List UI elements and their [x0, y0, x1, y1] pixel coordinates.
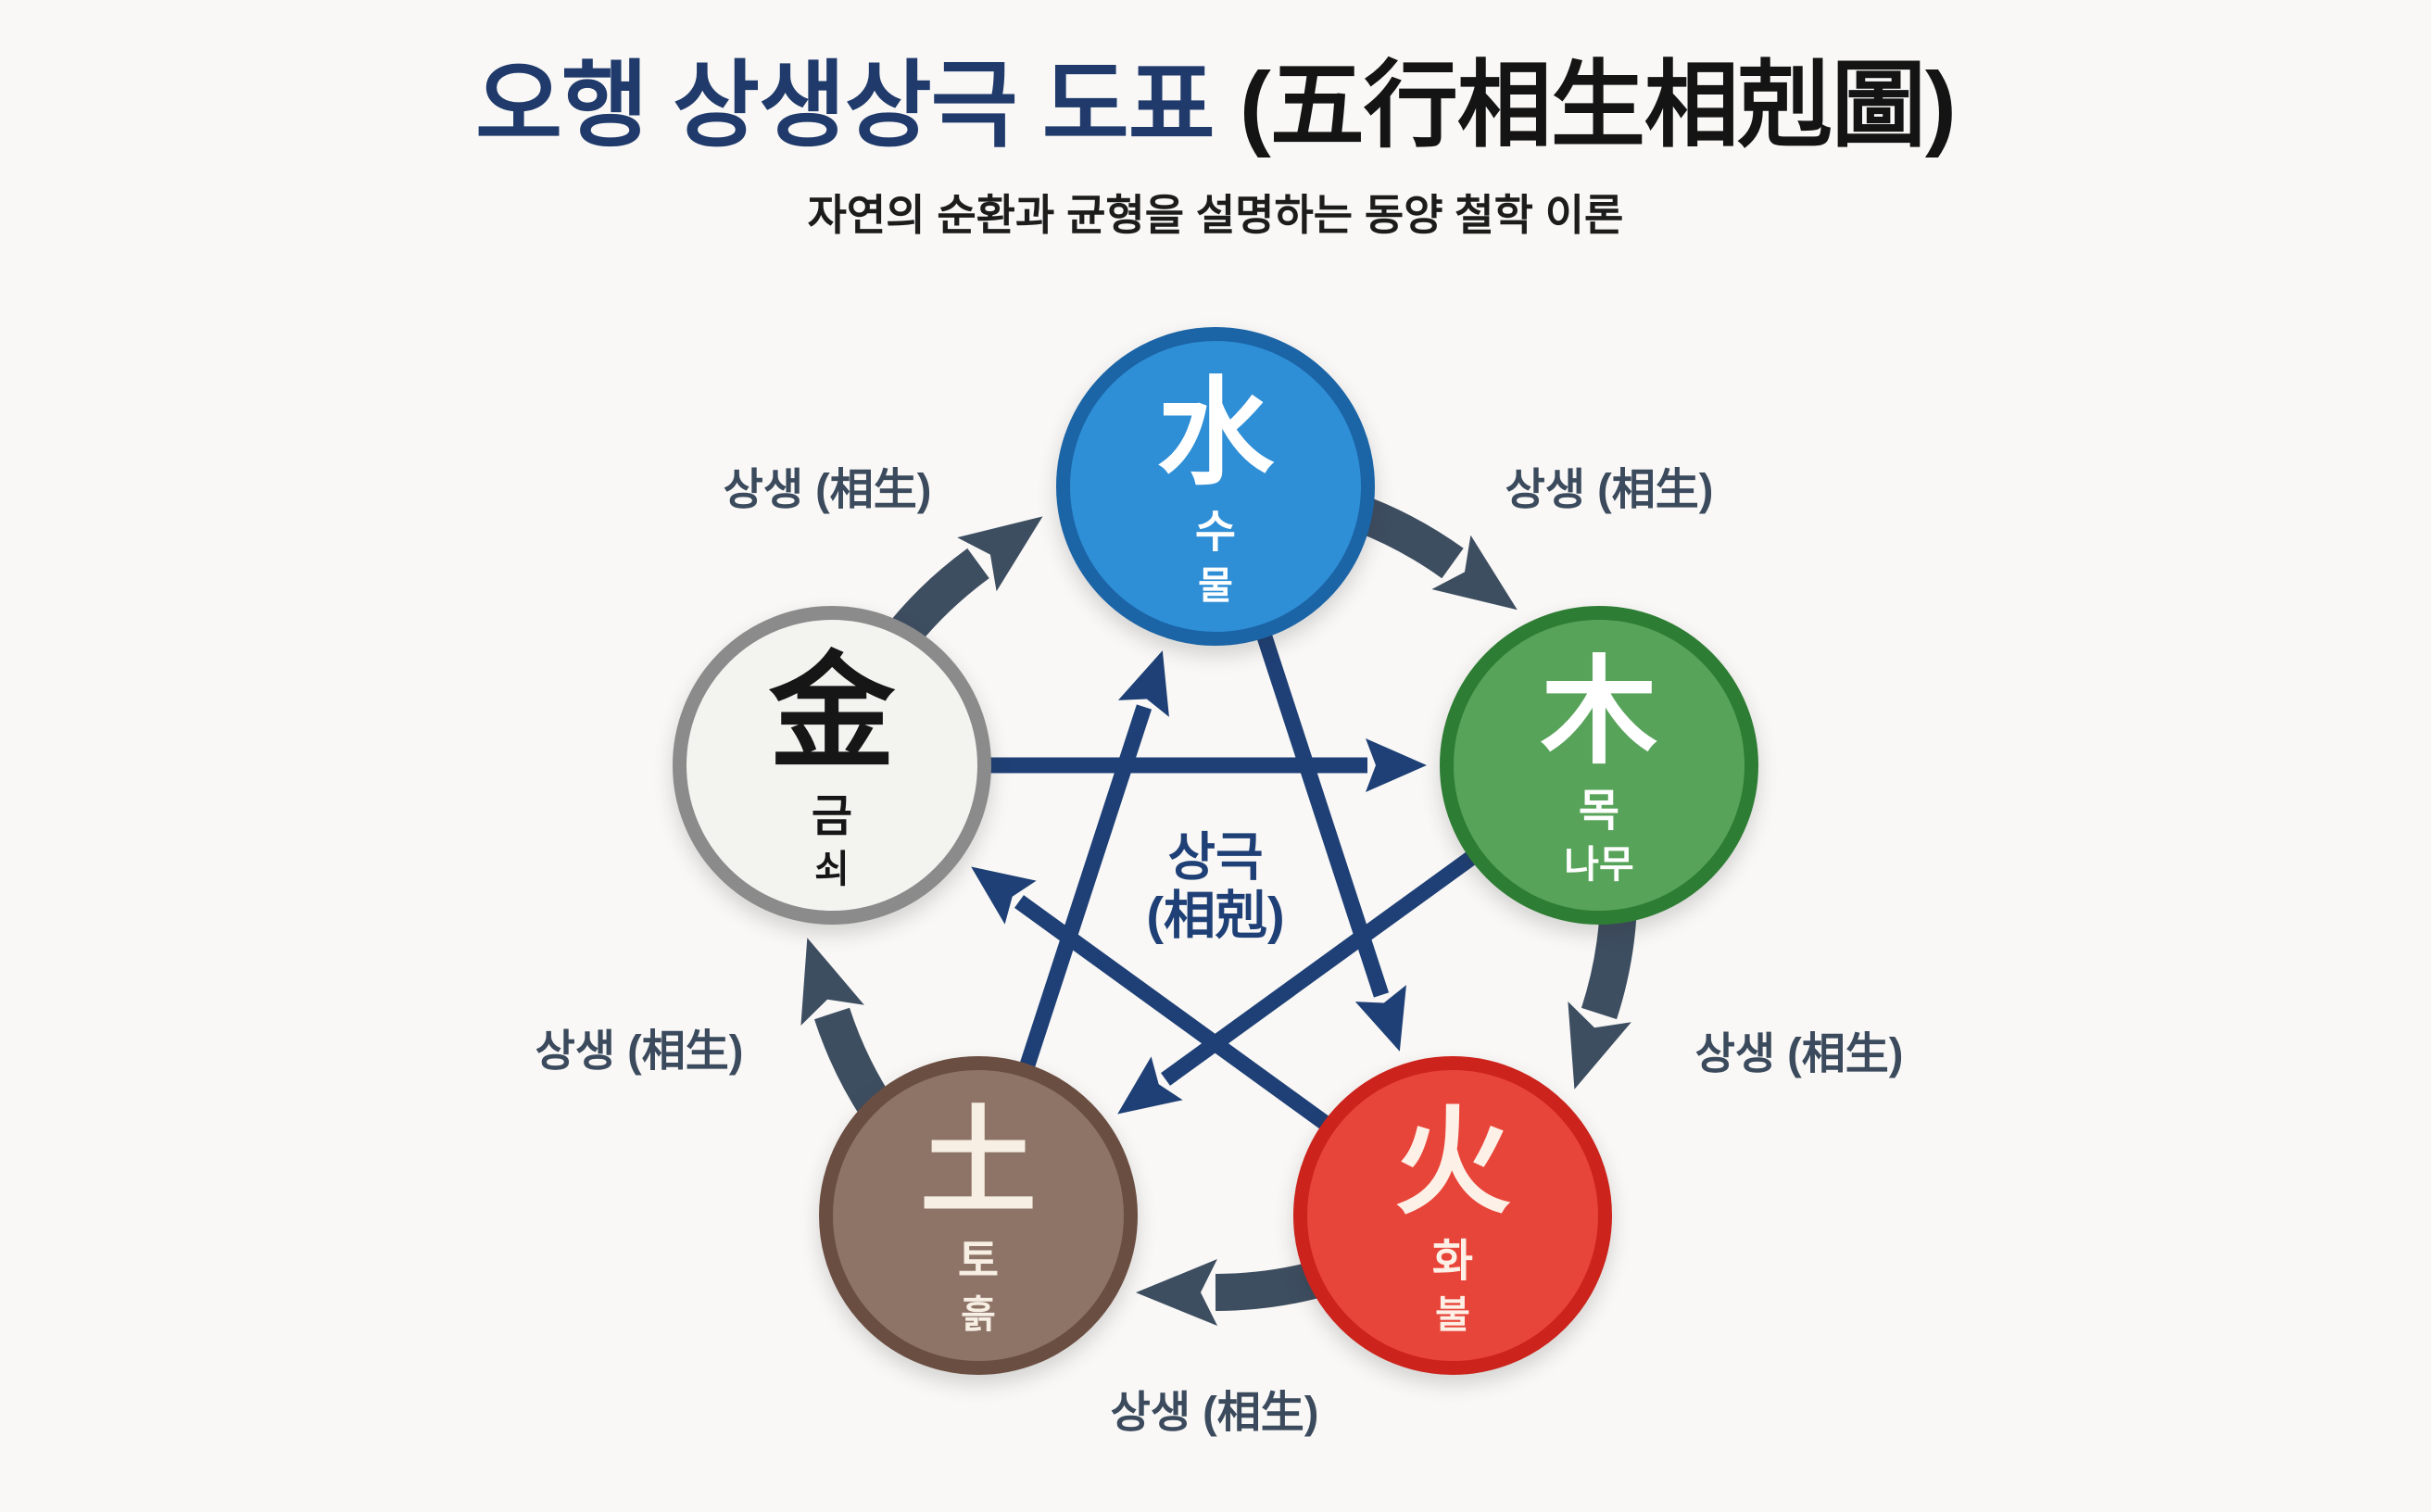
element-circle-earth: 土 토 흙 [819, 1056, 1138, 1375]
element-water-hanzi: 水 [1157, 368, 1274, 499]
element-metal-native: 쇠 [814, 847, 850, 890]
generating-label-wood-fire: 상생 (相生) [1694, 1028, 1904, 1078]
generating-label-earth-metal: 상생 (相生) [535, 1026, 744, 1076]
generating-label-fire-earth: 상생 (相生) [1110, 1387, 1319, 1437]
element-metal-hanzi: 金 [769, 641, 895, 783]
element-wood-hangul: 목 [1578, 787, 1620, 837]
element-circle-fire: 火 화 불 [1293, 1056, 1612, 1375]
element-water-hangul: 수 [1194, 508, 1237, 558]
element-wood-native: 나무 [1564, 842, 1634, 886]
page-title: 오행 상생상극 도표 (五行相生相剋圖) [0, 54, 2431, 158]
title-hanja: (五行相生相剋圖) [1239, 53, 1957, 158]
element-circle-metal: 金 금 쇠 [673, 606, 991, 925]
element-fire-hangul: 화 [1431, 1237, 1474, 1287]
generating-label-metal-water: 상생 (相生) [723, 464, 932, 514]
element-earth-hanzi: 土 [920, 1097, 1037, 1228]
element-wood-hanzi: 木 [1541, 647, 1657, 778]
generating-label-water-wood: 상생 (相生) [1505, 464, 1714, 514]
element-water-native: 물 [1198, 563, 1233, 607]
page-subtitle: 자연의 순환과 균형을 설명하는 동양 철학 이론 [807, 191, 1624, 240]
element-earth-hangul: 토 [957, 1237, 1000, 1287]
element-earth-native: 흙 [961, 1292, 996, 1336]
element-circle-water: 水 수 물 [1056, 327, 1375, 646]
element-fire-hanzi: 火 [1394, 1097, 1511, 1228]
overcoming-label: 상극 (相剋) [1146, 828, 1284, 944]
title-korean: 오행 상생상극 도표 [475, 53, 1240, 158]
element-circle-wood: 木 목 나무 [1440, 606, 1758, 925]
overcoming-label-line1: 상극 [1167, 827, 1264, 887]
element-fire-native: 불 [1435, 1292, 1470, 1336]
overcoming-label-line2: (相剋) [1146, 886, 1285, 944]
element-metal-hangul: 금 [811, 791, 853, 841]
header: 오행 상생상극 도표 (五行相生相剋圖) 자연의 순환과 균형을 설명하는 동양… [0, 54, 2431, 243]
